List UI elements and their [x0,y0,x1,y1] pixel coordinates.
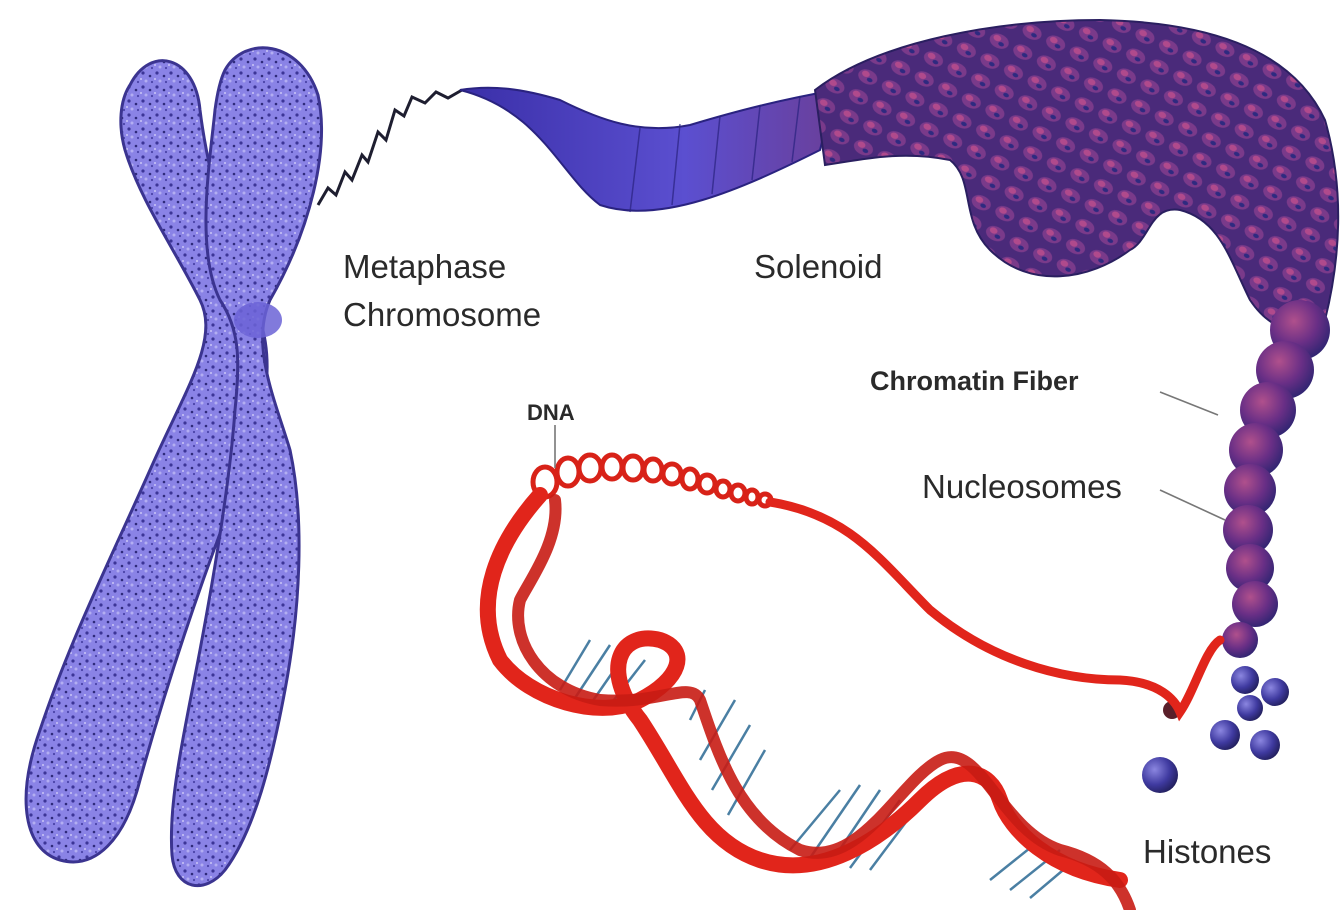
centromere [234,302,282,338]
metaphase-chromosome [26,48,321,886]
solenoid [460,20,1338,330]
label-dna: DNA [527,400,575,425]
label-nucleosomes: Nucleosomes [922,468,1122,506]
double-helix [488,495,1130,910]
label-metaphase: Metaphase [343,248,506,286]
leader-lines [555,392,1225,520]
label-chromatin-fiber: Chromatin Fiber [870,366,1079,397]
dna-coils [533,455,771,506]
chromosome-thread [318,90,462,205]
label-histones: Histones [1143,833,1271,871]
label-solenoid: Solenoid [754,248,882,286]
label-chromosome: Chromosome [343,296,541,334]
dna-strand [770,502,1220,712]
chromatin-fiber [1222,300,1330,658]
histones [1142,666,1289,793]
